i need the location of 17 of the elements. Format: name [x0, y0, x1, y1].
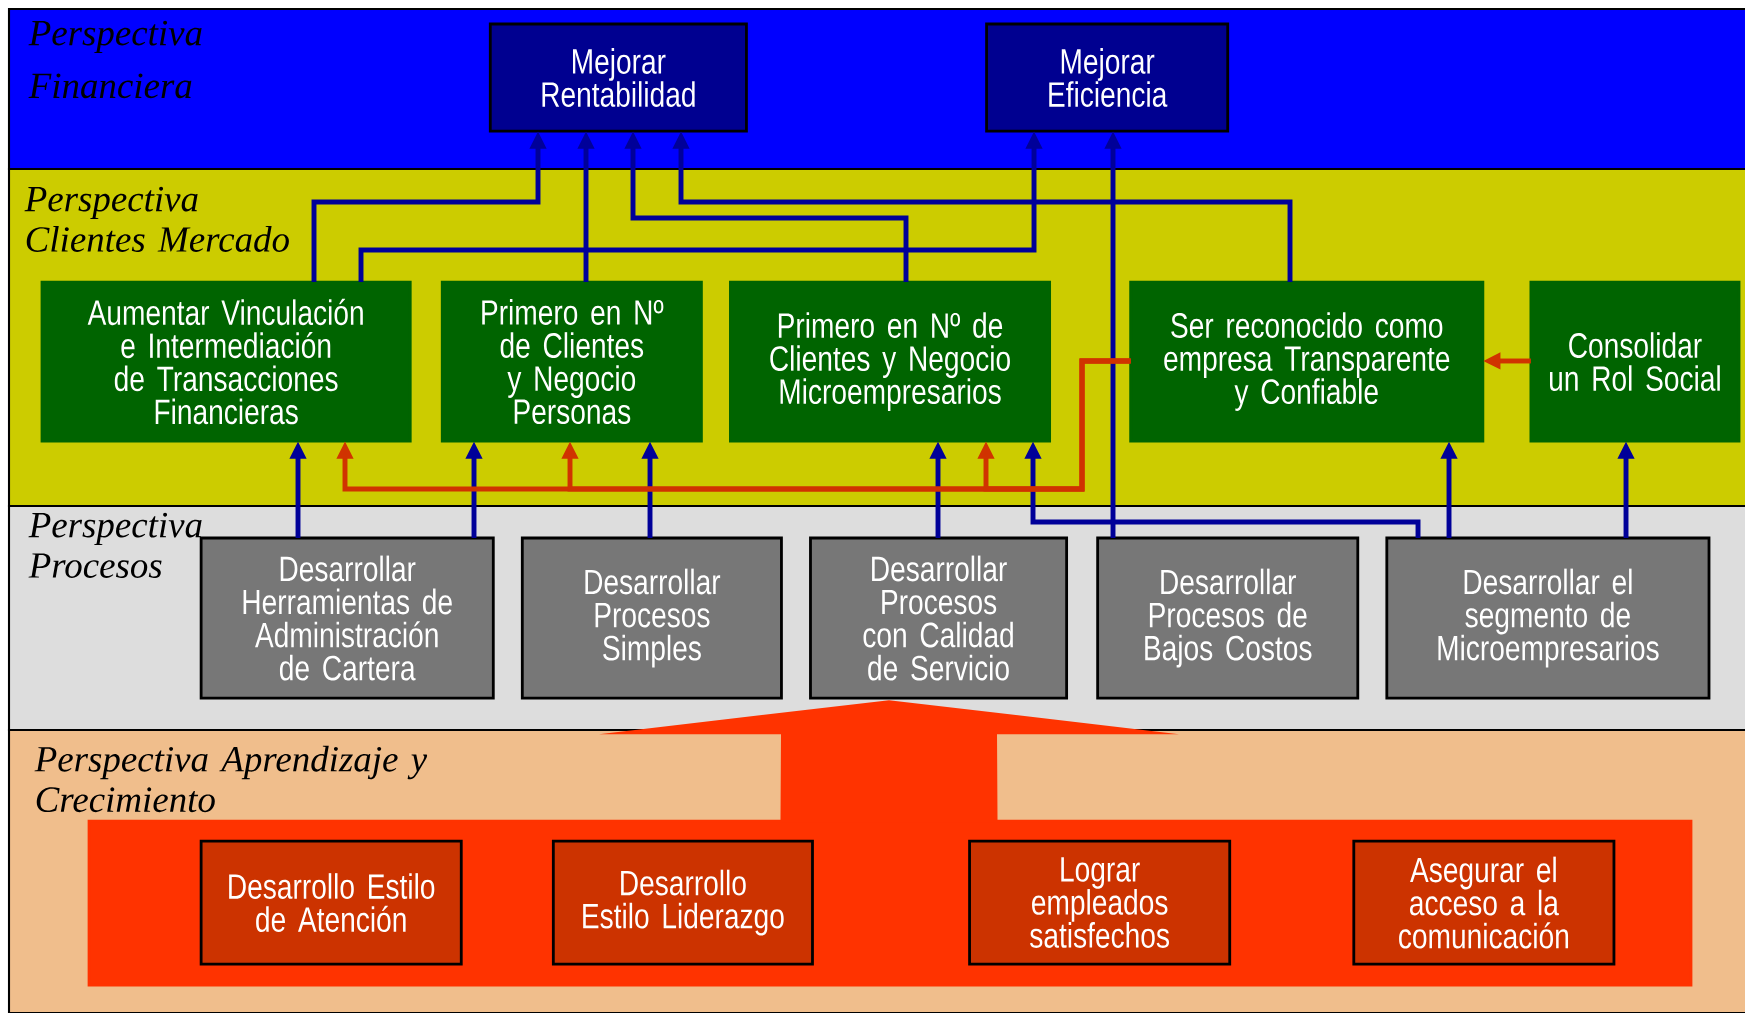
objective-box: Consolidar un Rol Social — [1529, 280, 1741, 443]
objective-box: Ser reconocido como empresa Transparente y Confiable — [1129, 280, 1485, 443]
objective-box: Aumentar Vinculación e Intermediación de Transacciones Financieras — [40, 280, 412, 443]
objective-box: Asegurar el acceso a la comunicación — [1352, 839, 1616, 966]
objective-box: Desarrollo Estilo de Atención — [199, 839, 463, 966]
objective-box: Primero en Nº de Clientes y Negocio Personas — [440, 280, 703, 443]
objective-box: Primero en Nº de Clientes y Negocio Microempresarios — [729, 280, 1051, 443]
objective-box: Desarrollar el segmento de Microempresarios — [1385, 536, 1711, 700]
objective-box: Lograr empleados satisfechos — [968, 839, 1232, 966]
objective-box: Mejorar Rentabilidad — [488, 22, 748, 133]
arrow — [977, 358, 1131, 492]
objective-box: Desarrollar Procesos Simples — [520, 536, 783, 700]
objective-box: Desarrollo Estilo Liderazgo — [551, 839, 814, 966]
objective-box: Desarrollar Procesos con Calidad de Servicio — [809, 536, 1069, 700]
objective-box: Desarrollar Procesos de Bajos Costos — [1096, 536, 1360, 700]
objective-box: Desarrollar Herramientas de Administración de Cartera — [199, 536, 495, 700]
objective-box: Mejorar Eficiencia — [985, 22, 1230, 133]
